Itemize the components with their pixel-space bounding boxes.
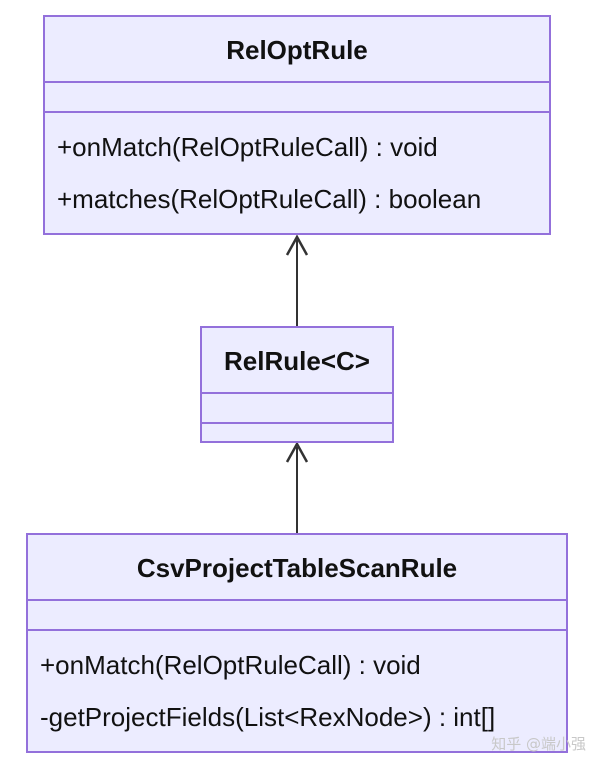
method: +onMatch(RelOptRuleCall) : void — [57, 132, 438, 162]
attributes-compartment — [202, 394, 392, 424]
class-name: CsvProjectTableScanRule — [28, 535, 566, 601]
watermark: 知乎 @端小强 — [491, 735, 586, 753]
arrowhead-relrule — [285, 441, 309, 463]
method: +matches(RelOptRuleCall) : boolean — [57, 184, 482, 214]
attributes-compartment — [45, 83, 549, 113]
attributes-compartment — [28, 601, 566, 631]
class-relrule: RelRule<C> — [200, 326, 394, 443]
method: +onMatch(RelOptRuleCall) : void — [40, 650, 421, 680]
class-reloptrule: RelOptRule +onMatch(RelOptRuleCall) : vo… — [43, 15, 551, 235]
arrowhead-reloptrule — [285, 234, 309, 256]
class-name: RelOptRule — [45, 17, 549, 83]
class-csvprojecttablescanrule: CsvProjectTableScanRule +onMatch(RelOptR… — [26, 533, 568, 753]
class-name: RelRule<C> — [202, 328, 392, 394]
method: -getProjectFields(List<RexNode>) : int[] — [40, 702, 496, 732]
